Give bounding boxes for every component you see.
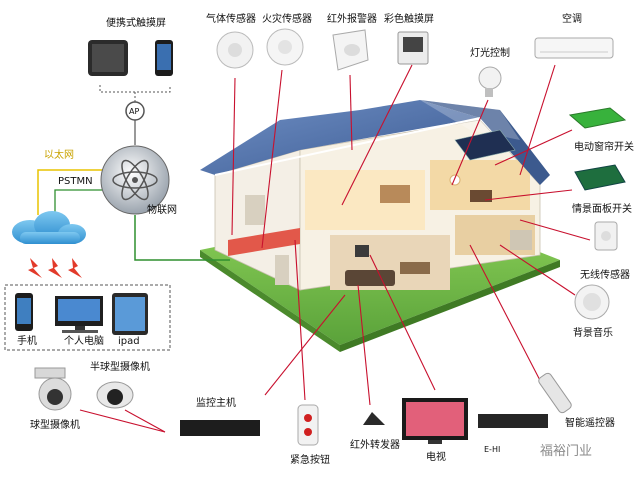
smartphone-device-icon [155, 40, 173, 76]
pc-label: 个人电脑 [64, 336, 104, 347]
portable-touch-label: 便携式触摸屏 [106, 18, 166, 29]
callout-lines [79, 64, 591, 433]
dvr-brand-label: E-HI [484, 445, 501, 454]
scene-panel-label: 情景面板开关 [572, 204, 632, 215]
phone-label: 手机 [17, 336, 37, 347]
sofa [345, 270, 395, 286]
ap-label: AP [129, 107, 140, 116]
cloud-icon [12, 211, 86, 244]
air-conditioner-icon [534, 37, 614, 59]
ir-alarm-icon [332, 29, 369, 71]
curtain-switch-label: 电动窗帘开关 [574, 142, 634, 153]
dome-camera-label: 球型摄像机 [30, 420, 80, 431]
light-control-label: 灯光控制 [470, 48, 510, 59]
ir-forwarder-label: 红外转发器 [350, 440, 400, 451]
color-touch-panel-icon [397, 31, 429, 65]
roof [200, 100, 480, 175]
watermark-text: 福裕门业 [540, 444, 593, 459]
ethernet-line [37, 169, 110, 215]
color-touch-label: 彩色触摸屏 [384, 14, 434, 25]
iot-label: 物联网 [147, 205, 177, 216]
mobile-devices-box [4, 284, 171, 351]
emergency-button-icon [297, 404, 319, 446]
pc-icon [55, 296, 103, 333]
ir-alarm-label: 红外报警器 [327, 14, 377, 25]
upper-room [430, 160, 530, 210]
phone-icon [15, 293, 33, 331]
smart-remote-icon [538, 372, 572, 414]
monitor-host-label: 监控主机 [196, 398, 236, 409]
ipad-label: ipad [118, 336, 140, 347]
tv-icon [402, 398, 468, 444]
curtain-switch-icon [568, 107, 627, 129]
house-illustration [200, 100, 560, 352]
network-links [4, 85, 230, 351]
smart-remote-label: 智能遥控器 [565, 418, 615, 429]
air-conditioner-label: 空调 [562, 14, 582, 25]
dome-camera-icon [34, 367, 72, 411]
half-dome-camera-icon [96, 381, 134, 409]
emergency-button-label: 紧急按钮 [290, 455, 330, 466]
gas-sensor-label: 气体传感器 [206, 14, 256, 25]
tablet-device-icon [88, 40, 128, 76]
scene-panel-icon [574, 164, 626, 191]
ethernet-label: 以太网 [44, 150, 74, 161]
dvr-icon [478, 414, 548, 428]
ap-node-icon [125, 101, 145, 121]
ir-forwarder-icon [363, 412, 385, 425]
ipad-icon [112, 293, 148, 335]
iot-globe-icon [100, 145, 170, 215]
half-dome-camera-label: 半球型摄像机 [90, 362, 150, 373]
light-bulb-icon [478, 66, 502, 97]
wireless-sensor-icon [594, 221, 618, 251]
background-music-label: 背景音乐 [573, 328, 613, 339]
fire-sensor-label: 火灾传感器 [262, 14, 312, 25]
pstn-label: PSTMN [58, 176, 93, 187]
iot-line [134, 215, 230, 261]
monitor-host-icon [180, 420, 260, 436]
wireless-sensor-label: 无线传感器 [580, 270, 630, 281]
tv-label: 电视 [426, 452, 446, 463]
